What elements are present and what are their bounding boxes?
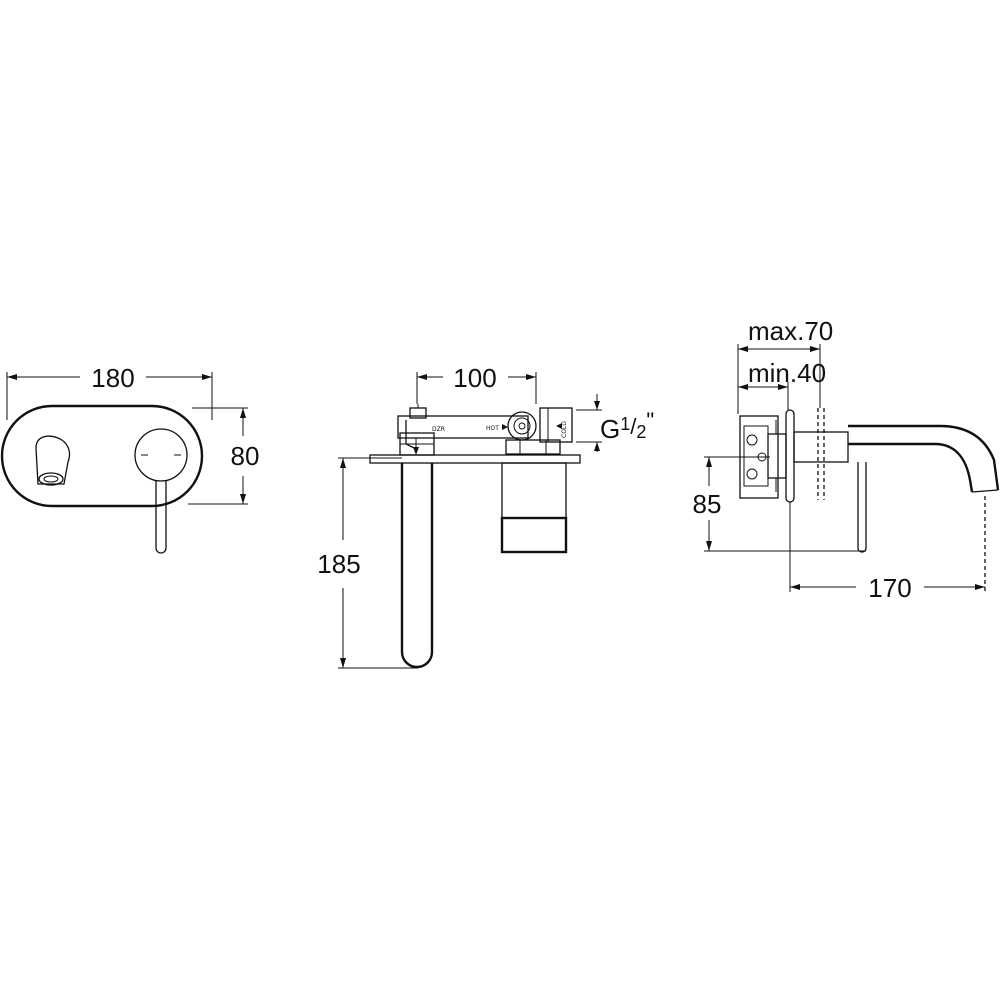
side-handle [857,462,867,553]
min-label: min.40 [748,358,826,388]
front-width-label: 180 [91,363,134,393]
thread-sub: 2 [636,422,646,442]
side-length-label: 170 [868,573,911,603]
front-handle [134,428,188,554]
side-height-dimension: 85 [693,456,866,552]
hot-label: HOT [486,425,499,432]
thread-slash: / [630,414,637,439]
front-spout [35,435,71,486]
front-plate [0,404,204,508]
side-plate [785,409,795,503]
dzr-label: DZR [432,426,445,433]
top-spacing-dimension: 100 [416,363,537,404]
cold-label: COLD [561,421,568,438]
top-view: DZR HOT COLD [317,363,654,669]
side-view: max.70 min.40 85 170 [693,316,1000,603]
top-spout [400,463,434,669]
front-height-label: 80 [231,441,260,471]
front-width-dimension: 180 [6,363,213,420]
top-depth-label: 185 [317,549,360,579]
front-view: 180 80 [0,363,260,554]
top-valve-housing [500,462,568,554]
thread-main: G [600,414,620,444]
side-embedded-box [739,415,787,499]
side-length-dimension: 170 [789,496,986,603]
side-height-label: 85 [693,489,722,519]
thread-suffix: " [646,408,654,433]
side-spout [793,424,1000,493]
max-dimension: max.70 [737,316,833,414]
min-dimension: min.40 [738,358,826,410]
top-mixer-body: DZR HOT [397,404,529,455]
thread-label: G1/2" [600,408,654,444]
thread-dimension: G1/2" [576,394,654,452]
top-plate [369,454,581,464]
max-label: max.70 [748,316,833,346]
top-spacing-label: 100 [453,363,496,393]
front-height-dimension: 80 [188,407,260,505]
top-cartridge: COLD [505,407,573,455]
top-depth-dimension: 185 [317,457,418,669]
thread-sup: 1 [620,414,630,434]
